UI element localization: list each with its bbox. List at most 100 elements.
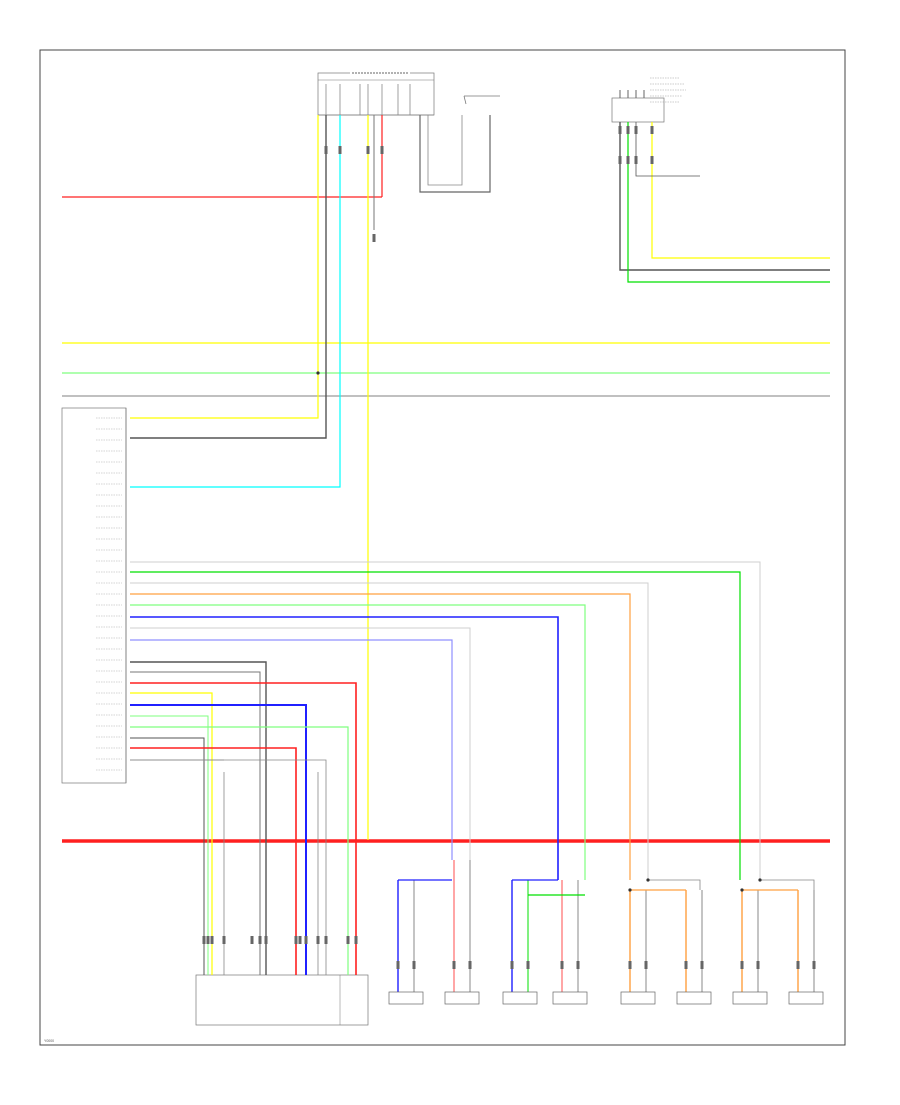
- wire-white-3: [130, 627, 471, 860]
- wire-gray-down: [130, 661, 267, 975]
- feed-white-2: [760, 879, 815, 890]
- wire-green-2: [130, 604, 586, 880]
- connector-pin: [264, 936, 268, 944]
- wire-red-down-2: [130, 747, 297, 975]
- speaker-body: [444, 991, 480, 1005]
- speaker-4: [552, 991, 588, 1005]
- wire-white-2: [130, 582, 649, 880]
- wire-red-down: [130, 682, 357, 975]
- connector-pin: [250, 936, 254, 944]
- connector-pin: [366, 146, 370, 154]
- connector-pin: [294, 936, 298, 944]
- connector-pin: [576, 961, 580, 969]
- page-id: Y0000: [44, 1039, 54, 1043]
- control-unit-pin-labels: [96, 417, 122, 771]
- wire-green-1: [130, 571, 741, 880]
- connector-pin: [634, 156, 638, 164]
- connector-pin: [618, 126, 622, 134]
- connector-pin: [222, 936, 226, 944]
- connector-pin: [626, 156, 630, 164]
- splice-dot: [646, 878, 650, 882]
- connector-pin: [510, 961, 514, 969]
- wire-gray-stub: [635, 122, 700, 177]
- speaker-5: [620, 991, 656, 1005]
- wire-yellow-to-unit: [130, 372, 319, 419]
- wire-blue-1: [130, 616, 559, 880]
- connector-pin: [206, 936, 210, 944]
- connector-pin: [258, 936, 262, 944]
- splice-dot: [740, 888, 744, 892]
- wire-orange-1: [130, 593, 631, 880]
- speaker-6: [676, 991, 712, 1005]
- wire-yellow-down: [130, 692, 213, 975]
- connector-pin: [324, 936, 328, 944]
- main-control-unit: [61, 407, 127, 784]
- wire-white-1: [130, 561, 761, 880]
- connector-pin: [202, 936, 206, 944]
- wire-green-down: [130, 715, 209, 975]
- wire-gray-down-2: [130, 671, 261, 975]
- wires: [62, 84, 830, 992]
- top-right-connector: [611, 77, 686, 123]
- wire-green-down-2: [130, 726, 349, 975]
- connector-pin: [338, 146, 342, 154]
- speaker-body: [502, 991, 538, 1005]
- connector-pin: [304, 936, 308, 944]
- splice-green: [316, 371, 320, 375]
- connector-pin: [354, 936, 358, 944]
- connector-pin: [650, 126, 654, 134]
- connector-pin: [380, 146, 384, 154]
- connector-pin: [298, 936, 302, 944]
- wire-gray-top: [130, 115, 327, 439]
- connector-pin: [644, 961, 648, 969]
- connector-pin: [412, 961, 416, 969]
- splice-dot: [758, 878, 762, 882]
- connector-pin: [316, 936, 320, 944]
- ground-bracket: [463, 95, 500, 105]
- speaker-8: [788, 991, 824, 1005]
- feed-white-1: [648, 879, 701, 890]
- speaker-body: [388, 991, 424, 1005]
- connector-pin: [618, 156, 622, 164]
- wire-yellow-right: [651, 122, 830, 259]
- wire-gray-right: [619, 122, 830, 271]
- speaker-1: [388, 991, 424, 1005]
- wire-blue-down: [130, 704, 307, 975]
- wire-cyan-top: [130, 115, 341, 488]
- connector-pin: [526, 961, 530, 969]
- connector-pin: [812, 961, 816, 969]
- connector-pin: [396, 961, 400, 969]
- connector-pin: [468, 961, 472, 969]
- connector-pin: [650, 156, 654, 164]
- speakers: [388, 991, 824, 1005]
- connector-pin: [560, 961, 564, 969]
- speaker-body: [788, 991, 824, 1005]
- bottom-module: [195, 974, 369, 1026]
- connector-pin: [628, 961, 632, 969]
- speaker-3: [502, 991, 538, 1005]
- connector-pin: [324, 146, 328, 154]
- connector-pin: [372, 234, 376, 242]
- wire-gray-down-3: [130, 737, 205, 975]
- speaker-body: [552, 991, 588, 1005]
- wire-loop-inner: [427, 115, 463, 186]
- connector-pin: [452, 961, 456, 969]
- connector-pin: [740, 961, 744, 969]
- connector-pin: [684, 961, 688, 969]
- wire-green-right: [627, 122, 830, 283]
- diagram-frame: [39, 49, 846, 1046]
- connector-pin: [210, 936, 214, 944]
- top-connector: [317, 70, 435, 116]
- connector-pin: [626, 126, 630, 134]
- speaker-body: [732, 991, 768, 1005]
- connector-pin: [796, 961, 800, 969]
- connector-pin: [346, 936, 350, 944]
- speaker-body: [620, 991, 656, 1005]
- speaker-body: [676, 991, 712, 1005]
- connector-pin: [756, 961, 760, 969]
- speaker-7: [732, 991, 768, 1005]
- splice-dot: [628, 888, 632, 892]
- speaker-2: [444, 991, 480, 1005]
- wire-blue-2: [130, 639, 453, 860]
